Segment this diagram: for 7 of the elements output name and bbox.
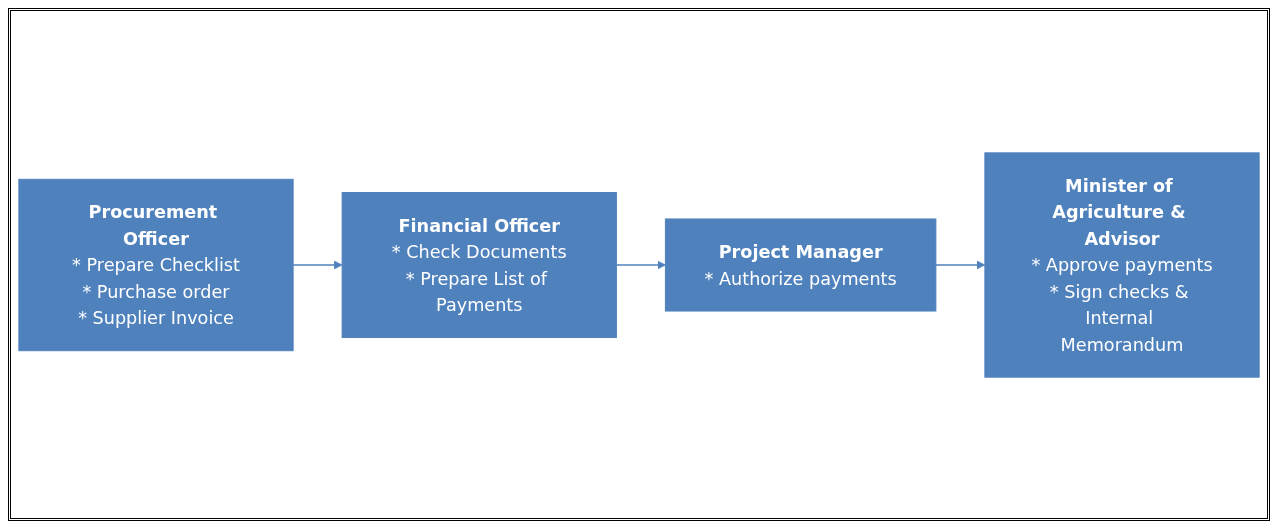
arrow (615, 260, 666, 269)
arrow (935, 260, 986, 269)
node-box: Minister of Agriculture & Advisor * Approve payments * Sign checks & Internal Memorandum (984, 151, 1260, 378)
arrow (292, 260, 343, 269)
node-box: Procurement Officer * Prepare Checklist * Purchase order * Supplier Invoice (18, 178, 294, 351)
node-box: Financial Officer * Check Documents * Prepare List of Payments (341, 191, 617, 338)
node-box: Project Manager * Authorize payments (664, 217, 937, 312)
